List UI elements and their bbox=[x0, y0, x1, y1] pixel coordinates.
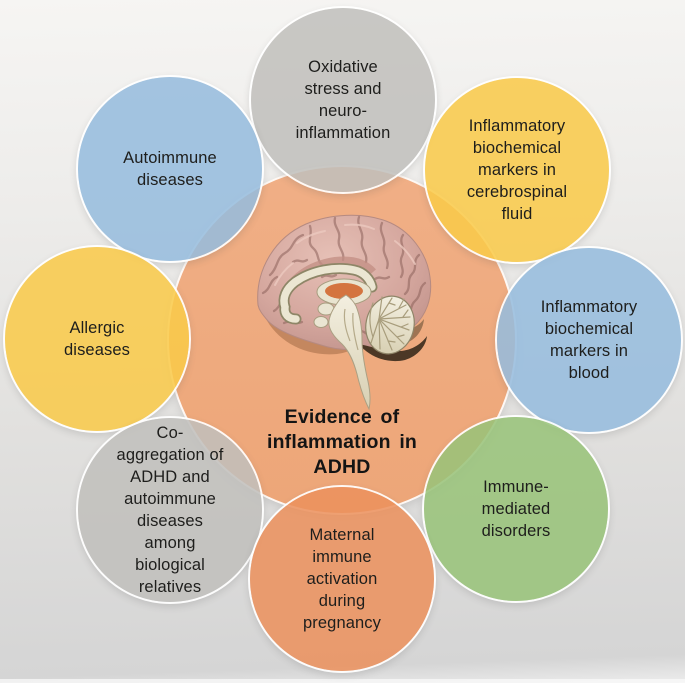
optic-blob bbox=[313, 316, 329, 328]
circle-csf-markers: Inflammatory biochemical markers in cere… bbox=[423, 76, 611, 264]
circle-label: Autoimmune diseases bbox=[123, 149, 217, 189]
circle-label: Co- aggregation of ADHD and autoimmune d… bbox=[116, 424, 224, 596]
circle-immune-mediated: Immune- mediated disorders bbox=[422, 415, 610, 603]
circle-maternal-immune: Maternal immune activation during pregna… bbox=[248, 485, 436, 673]
brainstem bbox=[328, 294, 371, 411]
circle-label: Maternal immune activation during pregna… bbox=[303, 526, 381, 632]
circle-label: Oxidative stress and neuro- inflammation bbox=[295, 58, 391, 142]
circle-label: Inflammatory biochemical markers in cere… bbox=[466, 117, 568, 223]
brain-illustration bbox=[257, 214, 432, 411]
circle-label: Inflammatory biochemical markers in bloo… bbox=[540, 298, 638, 382]
circle-label: Immune- mediated disorders bbox=[481, 478, 551, 540]
circle-label: Allergic diseases bbox=[64, 319, 130, 359]
bottom-edge-strip bbox=[0, 679, 685, 683]
circle-autoimmune-diseases: Autoimmune diseases bbox=[76, 75, 264, 263]
corpus-callosum bbox=[278, 263, 378, 325]
circle-oxidative-stress: Oxidative stress and neuro- inflammation bbox=[249, 6, 437, 194]
cerebellum-shadow bbox=[359, 336, 427, 362]
center-title: Evidence of inflammation in ADHD bbox=[266, 406, 418, 478]
cerebellum bbox=[365, 295, 415, 355]
circle-blood-markers: Inflammatory biochemical markers in bloo… bbox=[495, 246, 683, 434]
circle-allergic-diseases: Allergic diseases bbox=[3, 245, 191, 433]
thalamus bbox=[325, 283, 363, 299]
cerebrum-highlights bbox=[274, 223, 416, 286]
circle-co-aggregation: Co- aggregation of ADHD and autoimmune d… bbox=[76, 416, 264, 604]
